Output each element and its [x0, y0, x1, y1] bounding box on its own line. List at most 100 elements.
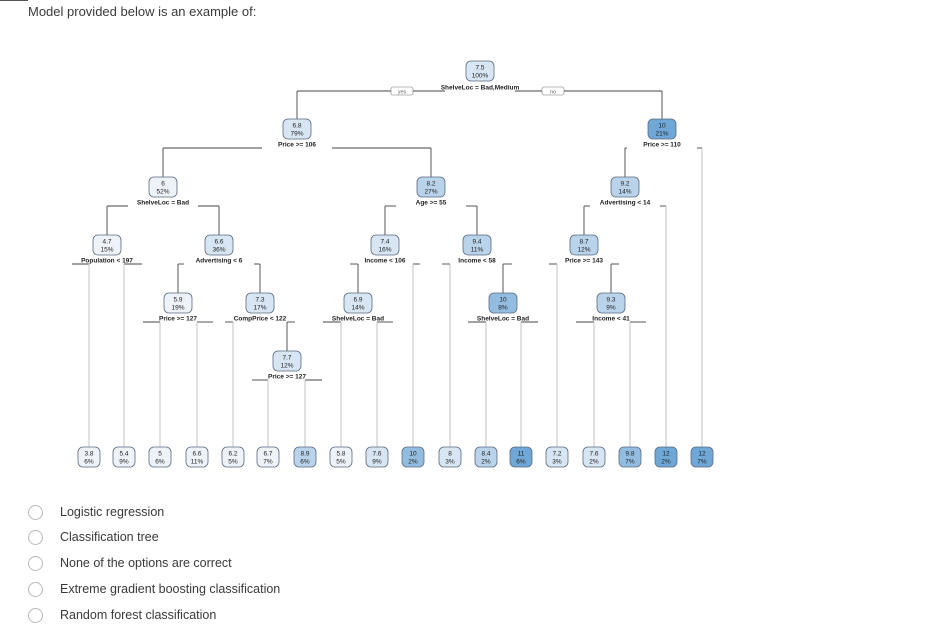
node-split-rule: Price >= 143 [565, 258, 603, 265]
node-split-rule: ShelveLoc = Bad [477, 316, 529, 323]
node-percent: 14% [618, 189, 631, 196]
leaf-value: 6.2 [228, 451, 237, 458]
node-split-rule: Price >= 106 [278, 142, 316, 149]
leaf-percent: 6% [300, 459, 310, 466]
tree-node: 7.416%Income < 106 [364, 234, 406, 265]
node-value: 8.7 [579, 239, 588, 246]
leaf-percent: 7% [263, 459, 273, 466]
node-value: 6 [161, 181, 165, 188]
leaf-percent: 5% [336, 459, 346, 466]
tree-node: 6.914%ShelveLoc = Bad [332, 292, 384, 323]
leaf-percent: 5% [228, 459, 238, 466]
node-percent: 9% [606, 305, 616, 312]
leaf-percent: 2% [589, 459, 599, 466]
tree-leaf: 9.87% [618, 446, 642, 468]
svg-text:no: no [550, 90, 556, 96]
node-percent: 8% [498, 305, 508, 312]
node-value: 6.8 [292, 123, 301, 130]
node-percent: 16% [378, 247, 391, 254]
node-value: 9.3 [606, 297, 615, 304]
node-value: 7.4 [380, 239, 389, 246]
leaf-value: 5.4 [119, 451, 128, 458]
node-split-rule: ShelveLoc = Bad [137, 200, 189, 207]
option-logistic[interactable]: Logistic regression [28, 502, 164, 522]
node-value: 10 [499, 297, 507, 304]
leaf-value: 12 [662, 451, 670, 458]
leaf-value: 3.8 [84, 451, 93, 458]
tree-edges [72, 90, 703, 447]
node-percent: 52% [156, 189, 169, 196]
tree-node: 652% ShelveLoc = Bad [137, 176, 189, 207]
node-percent: 27% [424, 189, 437, 196]
tree-node: 7.712%Price >= 127 [268, 350, 306, 381]
node-value: 6.9 [353, 297, 362, 304]
node-value: 7.3 [255, 297, 264, 304]
option-none[interactable]: None of the options are correct [28, 553, 232, 573]
tree-leaf: 3.86% [77, 446, 101, 468]
node-split-rule: Population < 197 [81, 258, 133, 265]
no-label: no [541, 86, 565, 96]
tree-leaf: 5.49% [112, 446, 136, 468]
node-value: 10 [658, 123, 666, 130]
svg-text:yes: yes [398, 90, 407, 96]
option-label: Random forest classification [60, 608, 217, 622]
node-percent: 19% [171, 305, 184, 312]
leaf-value: 12 [698, 451, 706, 458]
radio-button[interactable] [28, 504, 43, 520]
option-rf[interactable]: Random forest classification [28, 605, 216, 625]
tree-leaf: 5.85% [329, 446, 353, 468]
tree-leaf: 56% [148, 446, 172, 468]
leaf-value: 8.4 [481, 451, 490, 458]
node-percent: 100% [472, 73, 489, 80]
radio-button[interactable] [28, 555, 43, 571]
leaf-value: 5 [158, 451, 162, 458]
leaf-percent: 9% [372, 459, 382, 466]
tree-leaf: 6.77% [256, 446, 280, 468]
node-split-rule: CompPrice < 122 [234, 316, 287, 323]
tree-leaf: 7.62% [582, 446, 606, 468]
leaf-value: 8.9 [300, 451, 309, 458]
tree-node: 108% ShelveLoc = Bad [477, 292, 529, 323]
tree-leaf: 8.96% [293, 446, 317, 468]
leaf-percent: 3% [552, 459, 562, 466]
node-split-rule: Income < 58 [458, 258, 496, 265]
yes-label: yes [390, 86, 414, 96]
question-text: Model provided below is an example of: [28, 4, 257, 19]
leaf-percent: 2% [481, 459, 491, 466]
option-tree[interactable]: Classification tree [28, 527, 159, 547]
tree-leaf: 116% [509, 446, 533, 468]
node-split-rule: ShelveLoc = Bad [332, 316, 384, 323]
node-split-rule: Advertising < 6 [196, 258, 243, 265]
tree-node: 9.214%Advertising < 14 [600, 176, 651, 207]
tree-leaf: 6.25% [221, 446, 245, 468]
option-label: Logistic regression [60, 505, 165, 519]
node-split-rule: ShelveLoc = Bad,Medium [441, 85, 520, 92]
leaf-percent: 3% [445, 459, 455, 466]
tree-leaf: 8.42% [474, 446, 498, 468]
node-split-rule: Advertising < 14 [600, 200, 651, 207]
leaf-percent: 9% [119, 459, 129, 466]
tree-leaf: 127% [690, 446, 714, 468]
node-percent: 79% [290, 131, 303, 138]
tree-node: 9.39%Income < 41 [592, 292, 630, 323]
leaf-percent: 6% [155, 459, 165, 466]
node-value: 7.7 [282, 355, 291, 362]
radio-button[interactable] [28, 529, 43, 545]
node-value: 5.9 [173, 297, 182, 304]
option-label: None of the options are correct [60, 556, 232, 570]
leaf-percent: 7% [697, 459, 707, 466]
radio-button[interactable] [28, 607, 43, 623]
option-xgb[interactable]: Extreme gradient boosting classification [28, 579, 280, 599]
tree-node: 6.636%Advertising < 6 [196, 234, 243, 265]
node-percent: 36% [212, 247, 225, 254]
leaf-value: 5.8 [336, 451, 345, 458]
leaf-value: 7.2 [552, 451, 561, 458]
radio-button[interactable] [28, 581, 43, 597]
tree-node: 5.919%Price >= 127 [159, 292, 197, 323]
tree-node: 9.411%Income < 58 [458, 234, 496, 265]
node-percent: 21% [655, 131, 668, 138]
node-split-rule: Price >= 110 [643, 142, 681, 149]
node-percent: 15% [100, 247, 113, 254]
